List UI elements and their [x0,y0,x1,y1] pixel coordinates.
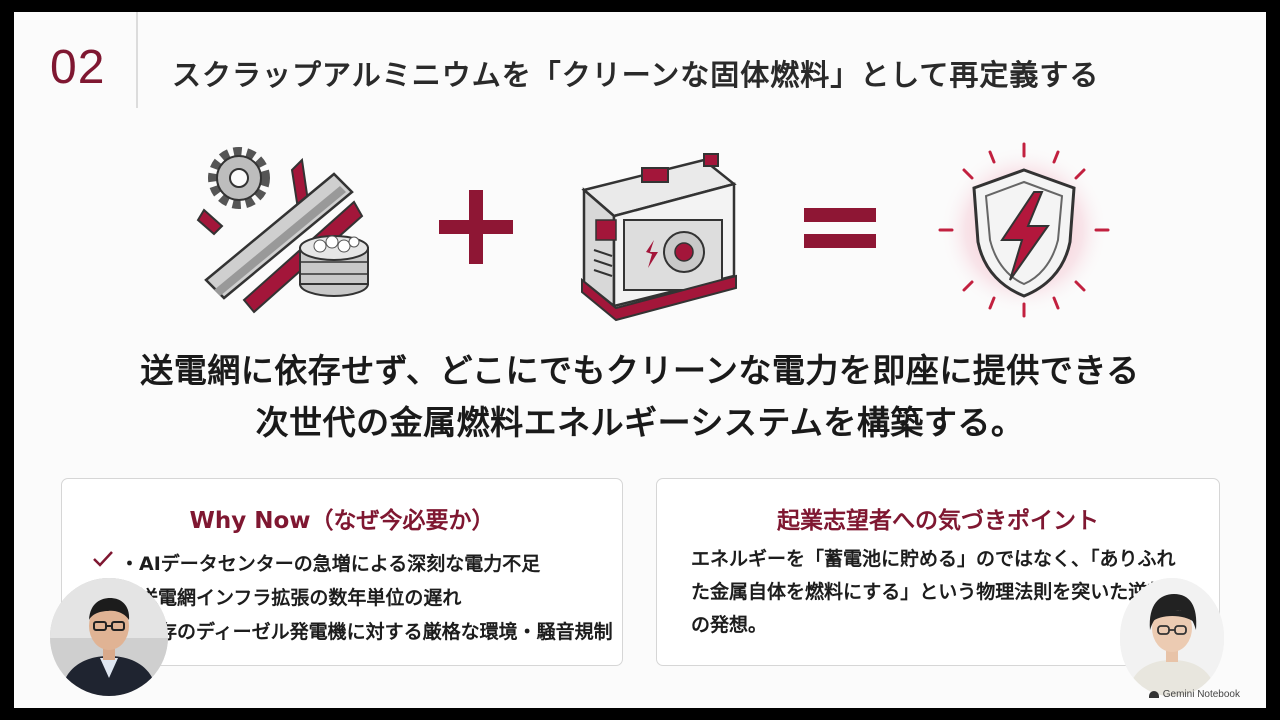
slide-title: スクラップアルミニウムを「クリーンな固体燃料」として再定義する [172,58,1100,92]
slide: 02 スクラップアルミニウムを「クリーンな固体燃料」として再定義する [14,12,1266,708]
brand-label: Gemini Notebook [1162,689,1240,700]
slide-number: 02 [50,41,106,94]
equals-icon [804,208,876,248]
insight-title: 起業志望者への気づきポイント [777,508,1099,534]
shield-lightning-icon [938,142,1110,318]
headline-line-2: 次世代の金属燃料エネルギーシステムを構築する。 [255,403,1025,442]
brand-watermark: Gemini Notebook [1148,689,1240,700]
header-divider [136,12,138,108]
why-now-item: ・送電網インフラ拡張の数年単位の遅れ [120,587,462,609]
participant-woman-video[interactable] [1120,578,1224,696]
why-now-item: ・AIデータセンターの急増による深刻な電力不足 [120,553,541,575]
participant-man-video[interactable] [50,578,168,696]
generator-icon [581,153,737,322]
plus-icon [439,190,513,264]
insight-body: エネルギーを「蓄電池に貯める」のではなく、「ありふれた金属自体を燃料にする」とい… [691,548,1176,636]
checkmark-icon [93,551,113,567]
brand-logo-icon [1148,690,1159,698]
scrap-metal-gear-icon [196,147,369,314]
why-now-item: ・既存のディーゼル発電機に対する厳格な環境・騒音規制 [120,621,613,643]
why-now-title: Why Now（なぜ今必要か） [189,508,495,534]
equation-graphic [184,130,1110,330]
headline-line-1: 送電網に依存せず、どこにでもクリーンな電力を即座に提供できる [140,351,1140,390]
